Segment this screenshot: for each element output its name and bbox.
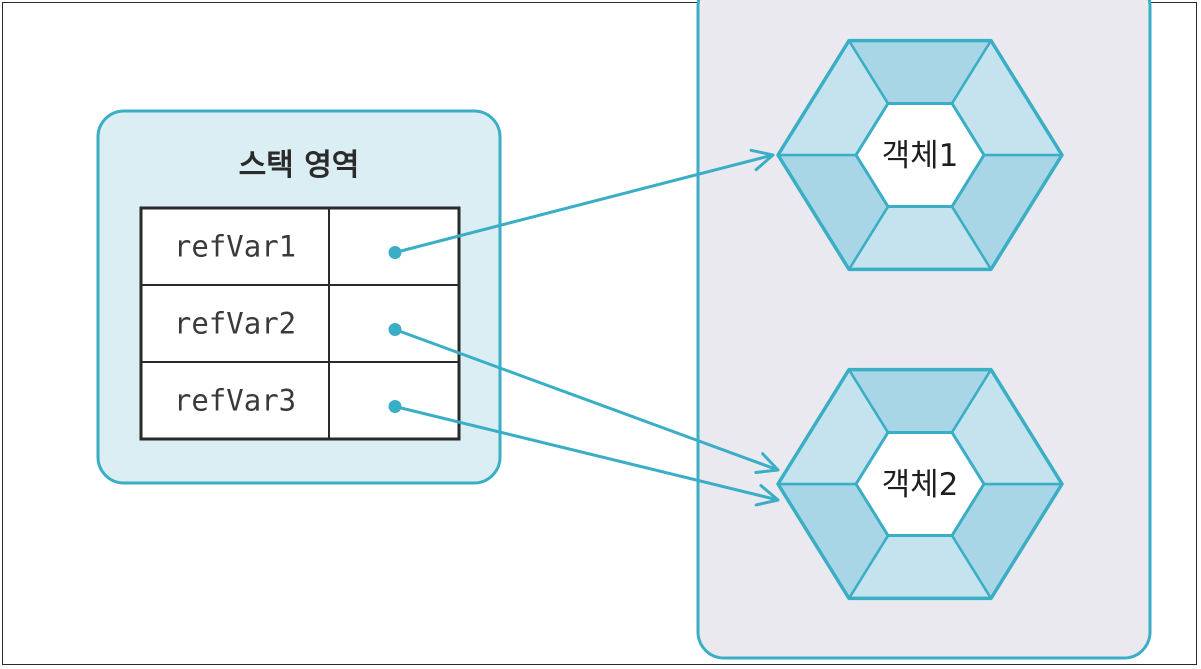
variable-name-2: refVar2 <box>174 307 296 341</box>
object-label-1: 객체1 <box>882 138 959 174</box>
variable-table: refVar1 refVar2 refVar3 <box>139 206 461 441</box>
stack-area-title: 스택 영역 <box>239 148 360 183</box>
hexagon-outline <box>776 367 1064 601</box>
reference-arrow-1 <box>394 148 775 254</box>
reference-arrows <box>394 148 780 507</box>
hexagon-core <box>854 101 986 209</box>
table-frame <box>139 206 461 441</box>
variable-name-1: refVar1 <box>174 230 296 264</box>
heap-object-2: 객체2 <box>776 367 1064 601</box>
reference-dots <box>388 246 402 413</box>
reference-dot-1 <box>388 246 402 259</box>
reference-arrow-3 <box>394 405 780 507</box>
reference-arrow-2 <box>394 328 780 475</box>
heap-object-1: 객체1 <box>776 38 1064 272</box>
hexagon-core <box>854 430 986 538</box>
variable-name-3: refVar3 <box>174 384 296 418</box>
heap-objects: 객체1 객체2 <box>776 38 1064 601</box>
hexagon-outline <box>776 38 1064 272</box>
reference-dot-3 <box>388 400 402 413</box>
reference-dot-2 <box>388 323 402 336</box>
object-label-2: 객체2 <box>882 467 959 503</box>
